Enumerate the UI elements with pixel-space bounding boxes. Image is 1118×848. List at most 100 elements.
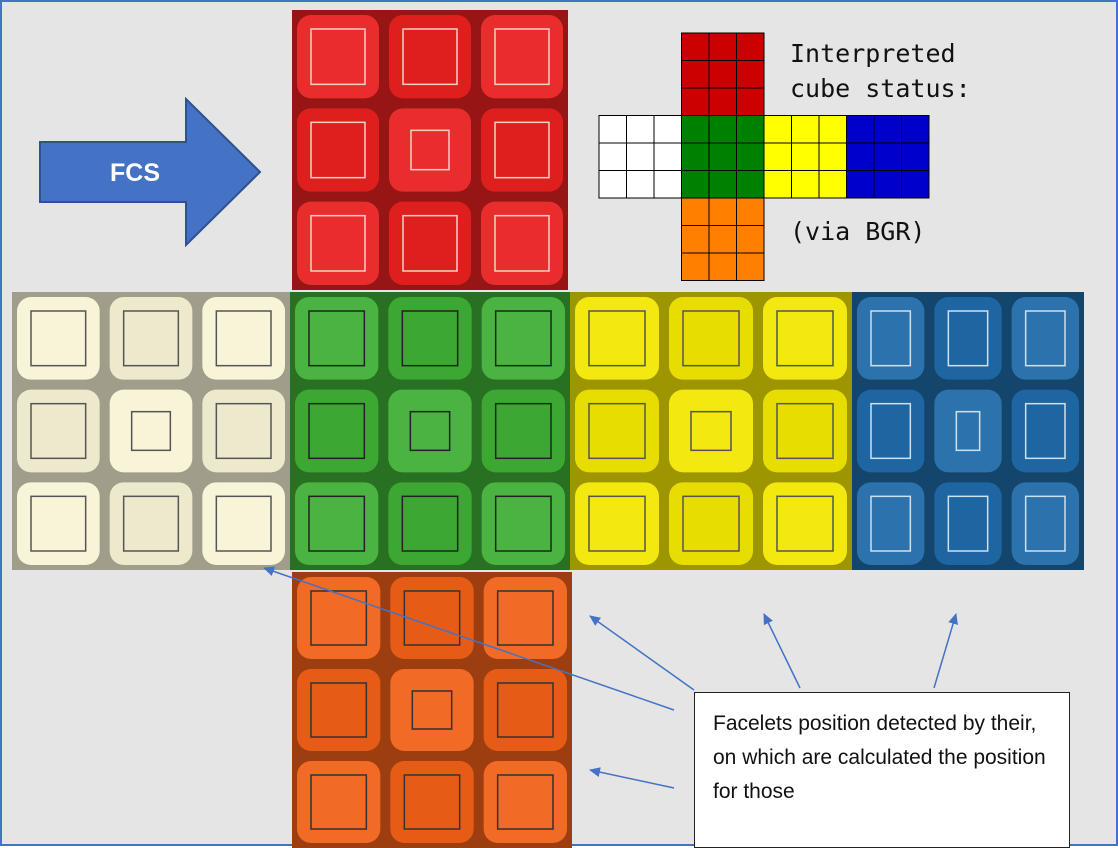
right-face-facelet-outline: [776, 402, 834, 460]
left-face-sticker: [17, 297, 100, 380]
top-face-sticker: [297, 201, 379, 285]
status-note: (via BGR): [790, 217, 926, 246]
cube-face-bottom: [292, 572, 572, 848]
net-facelet: [681, 170, 710, 199]
net-facelet: [791, 142, 820, 171]
back-face-sticker: [1011, 297, 1079, 380]
back-face-facelet-outline: [1024, 402, 1066, 460]
net-facelet: [708, 87, 737, 116]
net-facelet: [901, 142, 930, 171]
right-face-sticker: [575, 482, 659, 565]
net-facelet: [873, 142, 902, 171]
net-facelet: [681, 225, 710, 254]
net-facelet: [901, 115, 930, 144]
front-face-sticker: [388, 482, 472, 565]
top-face-facelet-outline: [410, 129, 450, 171]
back-face-facelet-outline: [1024, 310, 1066, 367]
net-face-f: [681, 115, 765, 199]
net-facelet: [763, 142, 792, 171]
fcs-arrow-shape: [39, 97, 262, 247]
net-facelet: [846, 170, 875, 199]
net-facelet: [736, 225, 765, 254]
net-facelet: [708, 60, 737, 89]
cube-status-net: [598, 32, 930, 281]
back-face-sticker: [934, 297, 1002, 380]
net-facelet: [708, 252, 737, 281]
bottom-face-sticker: [297, 669, 381, 751]
net-facelet: [681, 60, 710, 89]
left-face-facelet-outline: [30, 402, 87, 460]
back-face-sticker: [1011, 389, 1079, 473]
net-facelet: [598, 142, 627, 171]
front-face-facelet-outline: [494, 310, 552, 367]
left-face-sticker: [109, 482, 193, 565]
right-face-sticker: [763, 389, 847, 473]
front-face-sticker: [481, 482, 565, 565]
net-facelet: [681, 87, 710, 116]
net-facelet: [653, 142, 682, 171]
bottom-face-sticker: [390, 669, 474, 751]
net-facelet: [791, 170, 820, 199]
top-face-facelet-outline: [494, 121, 550, 179]
right-face-facelet-outline: [776, 495, 834, 552]
left-face-facelet-outline: [30, 310, 87, 367]
net-facelet: [736, 60, 765, 89]
back-face-facelet-outline: [1024, 495, 1066, 552]
pointer-arrow-2: [589, 615, 695, 691]
left-face-facelet-outline: [215, 402, 272, 460]
net-facelet: [791, 115, 820, 144]
net-facelet: [708, 170, 737, 199]
net-facelet: [818, 115, 847, 144]
net-facelet: [873, 170, 902, 199]
front-face-sticker: [295, 482, 379, 565]
net-facelet: [708, 115, 737, 144]
right-face-facelet-outline: [588, 402, 646, 460]
net-facelet: [736, 197, 765, 226]
top-face-sticker: [481, 108, 563, 192]
bottom-face-sticker: [483, 669, 567, 751]
left-face-sticker: [17, 482, 100, 565]
back-face-sticker: [934, 482, 1002, 565]
net-facelet: [736, 87, 765, 116]
left-face-sticker: [109, 389, 193, 473]
net-facelet: [873, 115, 902, 144]
front-face-sticker: [295, 297, 379, 380]
back-face-sticker: [857, 297, 925, 380]
left-face-sticker: [202, 297, 285, 380]
back-face-facelet-outline: [955, 410, 981, 452]
bottom-face-sticker: [297, 577, 381, 659]
net-face-u: [681, 32, 765, 116]
net-facelet: [681, 142, 710, 171]
back-face-sticker: [1011, 482, 1079, 565]
back-face-sticker: [857, 389, 925, 473]
status-title-line-1: Interpreted: [790, 39, 956, 68]
net-facelet: [708, 197, 737, 226]
net-facelet: [846, 142, 875, 171]
net-facelet: [653, 170, 682, 199]
cube-face-back: [852, 292, 1084, 570]
net-facelet: [818, 142, 847, 171]
net-facelet: [736, 115, 765, 144]
right-face-facelet-outline: [776, 310, 834, 367]
net-facelet: [708, 225, 737, 254]
front-face-sticker: [388, 389, 472, 473]
net-face-b: [846, 115, 930, 199]
net-facelet: [818, 170, 847, 199]
callout-box: Facelets position detected by their, on …: [694, 692, 1070, 848]
status-title-line-2: cube status:: [790, 74, 971, 103]
top-face-sticker: [297, 15, 379, 99]
net-facelet: [763, 115, 792, 144]
net-facelet: [653, 115, 682, 144]
net-facelet: [708, 142, 737, 171]
left-face-facelet-outline: [30, 495, 87, 552]
cube-face-front: [290, 292, 570, 570]
top-face-sticker: [297, 108, 379, 192]
net-facelet: [598, 115, 627, 144]
bottom-face-facelet-outline: [403, 774, 461, 830]
status-title: Interpreted cube status:: [790, 36, 971, 106]
right-face-sticker: [575, 389, 659, 473]
bottom-face-sticker: [297, 761, 381, 843]
left-face-sticker: [202, 482, 285, 565]
bottom-face-facelet-outline: [310, 774, 368, 830]
right-face-sticker: [669, 482, 753, 565]
